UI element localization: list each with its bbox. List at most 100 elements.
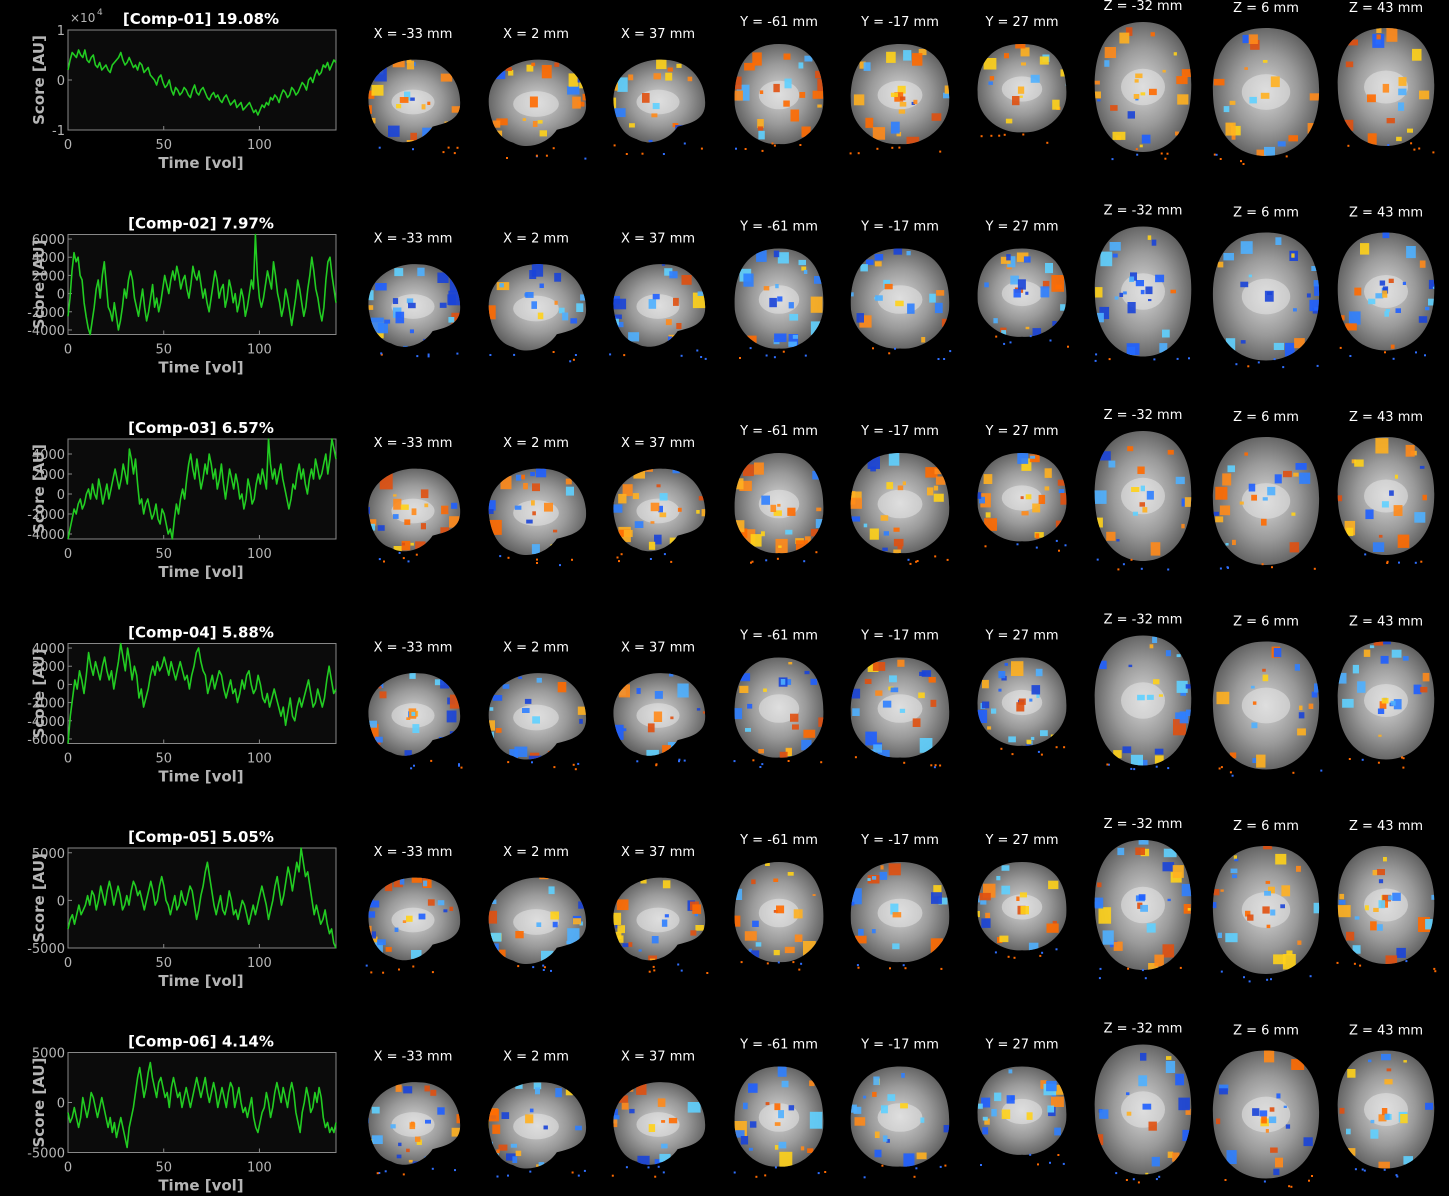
brain-slice-3: X = 37 mm: [613, 27, 706, 155]
activation-speckle: [1384, 351, 1386, 354]
activation-overlay: [1095, 1052, 1192, 1175]
activation-speckle: [1387, 144, 1390, 146]
y-tick-label: 0: [57, 74, 65, 89]
activation-speckle: [1270, 978, 1272, 981]
brain-slice-2: X = 2 mm: [488, 641, 587, 771]
y-tick-label: 0: [57, 488, 65, 503]
activation-overlay: [1212, 846, 1320, 970]
activation-speckle: [939, 150, 942, 153]
activation-speckle: [1132, 1178, 1135, 1181]
slice-label: Z = 43 mm: [1349, 1, 1423, 16]
activation-speckle: [799, 144, 802, 146]
brain-slice-2: X = 2 mm: [488, 232, 587, 363]
activation-speckle: [1349, 355, 1352, 357]
activation-speckle: [1354, 1168, 1357, 1171]
plot-title: [Comp-03] 6.57%: [128, 419, 274, 437]
activation-speckle: [984, 545, 987, 548]
y-tick-label: -4000: [27, 528, 65, 543]
white-matter: [1121, 68, 1165, 106]
activation-speckle: [904, 967, 907, 970]
slice-label: X = 2 mm: [503, 845, 569, 860]
y-tick-label: 4000: [32, 251, 65, 266]
activation-speckle: [507, 556, 510, 559]
activation-speckle: [532, 966, 535, 969]
activation-speckle: [856, 964, 859, 967]
activation-speckle: [1271, 566, 1273, 569]
slice-label: Y = -17 mm: [860, 629, 939, 644]
brain-slice-8: Z = 6 mm: [1212, 1, 1320, 165]
activation-speckle: [902, 964, 905, 967]
activation-speckle: [1016, 543, 1019, 546]
activation-speckle: [1220, 970, 1223, 973]
activation-speckle: [849, 152, 852, 155]
slice-label: Y = 27 mm: [984, 15, 1058, 30]
slice-label: X = 37 mm: [621, 845, 695, 860]
activation-speckle: [1140, 567, 1143, 570]
activation-speckle: [370, 971, 373, 974]
activation-overlay: [1337, 857, 1435, 964]
activation-speckle: [1037, 750, 1040, 753]
brain-slice-7: Z = -32 mm: [1094, 613, 1192, 771]
brain-slice-7: Z = -32 mm: [1094, 1022, 1192, 1184]
activation-speckle: [1063, 746, 1066, 749]
activation-speckle: [1309, 975, 1312, 978]
x-tick-label: 50: [155, 956, 172, 971]
activation-overlay: [1337, 438, 1427, 552]
activation-speckle: [652, 965, 655, 968]
activation-speckle: [913, 1175, 916, 1178]
activation-speckle: [1396, 1175, 1399, 1178]
slice-label: X = -33 mm: [374, 1050, 453, 1065]
x-tick-label: 0: [64, 752, 72, 767]
activation-speckle: [1377, 761, 1380, 764]
activation-speckle: [1364, 553, 1367, 556]
activation-speckle: [881, 1164, 884, 1167]
activation-speckle: [764, 1174, 767, 1177]
y-tick-label: 0: [57, 1097, 65, 1112]
activation-speckle: [1288, 1185, 1291, 1188]
activation-speckle: [1160, 152, 1163, 155]
activation-speckle: [915, 560, 918, 563]
activation-speckle: [460, 766, 463, 769]
x-axis-label: Time [vol]: [158, 563, 243, 581]
activation-speckle: [1433, 967, 1436, 970]
brain-slice-6: Y = 27 mm: [977, 1038, 1067, 1166]
activation-speckle: [766, 962, 769, 965]
activation-speckle: [499, 555, 502, 558]
y-tick-label: 2000: [32, 468, 65, 483]
activation-speckle: [998, 134, 1001, 137]
activation-speckle: [1347, 144, 1350, 147]
activation-speckle: [571, 558, 573, 561]
slice-label: Y = 27 mm: [984, 833, 1058, 848]
activation-speckle: [751, 560, 754, 563]
slice-label: Z = -32 mm: [1104, 817, 1183, 832]
activation-speckle: [1240, 160, 1242, 163]
y-tick-label: -1: [52, 124, 65, 139]
activation-speckle: [1313, 567, 1316, 570]
activation-overlay: [1343, 28, 1430, 145]
activation-speckle: [559, 564, 561, 567]
activation-speckle: [1041, 951, 1044, 954]
activation-speckle: [536, 562, 538, 564]
slice-label: X = 37 mm: [621, 1050, 695, 1065]
plot-frame: [67, 847, 337, 949]
activation-speckle: [550, 969, 552, 972]
brain-slice-2: X = 2 mm: [488, 27, 587, 160]
activation-speckle: [773, 144, 776, 147]
activation-speckle: [407, 560, 410, 563]
activation-speckle: [1153, 358, 1156, 361]
activation-speckle: [1402, 757, 1405, 760]
white-matter: [877, 489, 923, 519]
x-tick-label: 0: [64, 1161, 72, 1176]
time-series-line: [67, 642, 337, 744]
brain-slice-5: Y = -17 mm: [850, 220, 952, 360]
activation-speckle: [1359, 964, 1362, 967]
activation-speckle: [995, 335, 998, 338]
activation-speckle: [1111, 158, 1114, 161]
activation-speckle: [431, 1167, 434, 1170]
activation-speckle: [453, 152, 456, 155]
brain-slice-4: Y = -61 mm: [734, 833, 824, 971]
